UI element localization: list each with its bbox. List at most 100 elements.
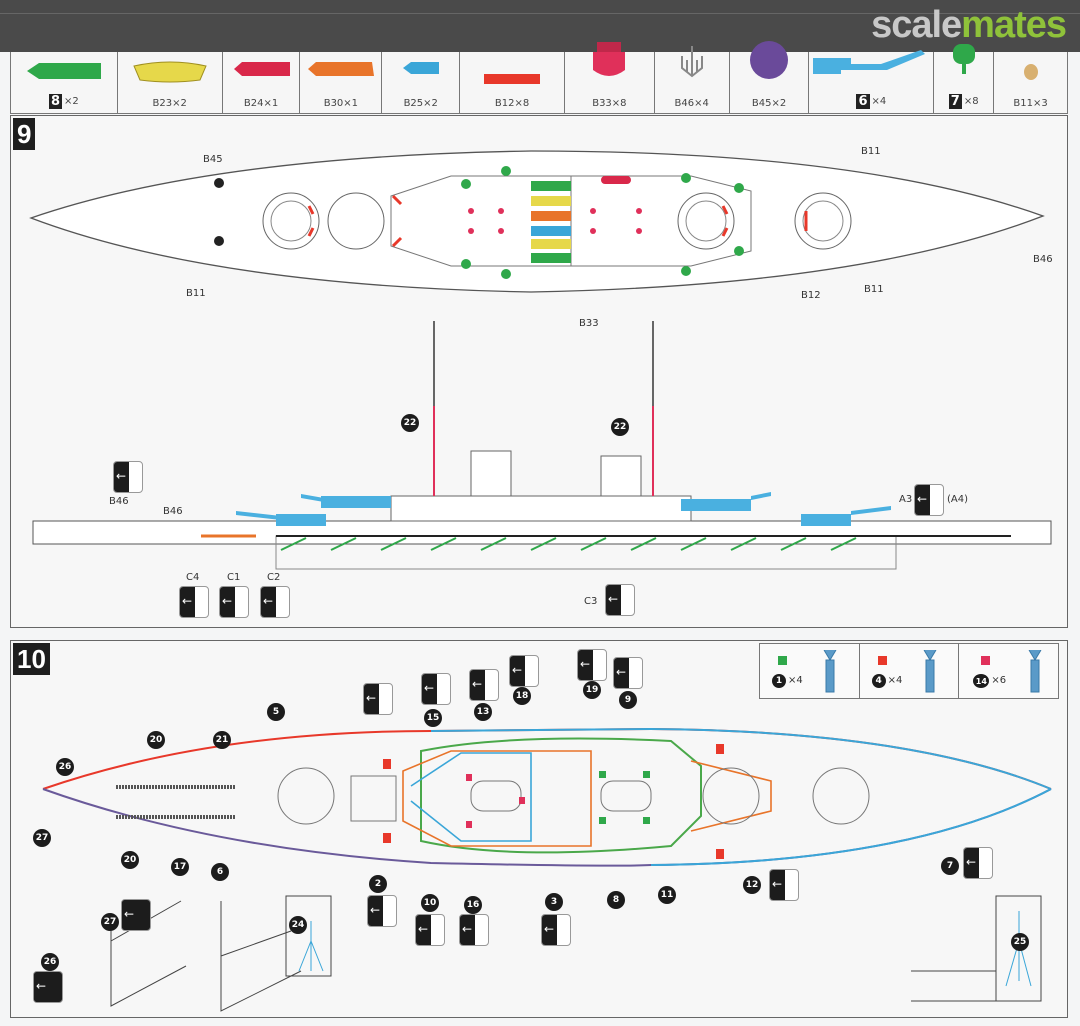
label-c2: C2 xyxy=(267,572,281,583)
callout-17: 17 xyxy=(171,858,189,876)
callout-11: 11 xyxy=(658,886,676,904)
ladder-legend: 1×4 4×4 14×6 xyxy=(759,643,1059,699)
label-b11: B11 xyxy=(861,146,881,157)
callout-7: 7 xyxy=(941,857,959,875)
callout-3: 3 xyxy=(545,893,563,911)
callout-20: 20 xyxy=(147,731,165,749)
flip-view-icon xyxy=(415,914,445,946)
flip-view-icon xyxy=(459,914,489,946)
part-8: 8×2 xyxy=(11,52,118,113)
ladder-icon xyxy=(823,650,837,693)
flip-view-icon xyxy=(469,669,499,701)
label-a3: A3 xyxy=(899,494,913,505)
ladder-icon xyxy=(923,650,937,693)
label-c1: C1 xyxy=(227,572,241,583)
boat-icon xyxy=(403,62,440,74)
callout-22: 22 xyxy=(401,414,419,432)
callout-27: 27 xyxy=(33,829,51,847)
callout-26: 26 xyxy=(41,953,59,971)
label-b33: B33 xyxy=(579,318,599,329)
part-b30: B30×1 xyxy=(300,52,383,113)
callout-22: 22 xyxy=(611,418,629,436)
legend-item: 14×6 xyxy=(959,644,1058,698)
callout-6: 6 xyxy=(211,863,229,881)
callout-16: 16 xyxy=(464,896,482,914)
step-10-panel: 10 1×4 4×4 14×6 5 20 21 26 27 20 17 6 15… xyxy=(10,640,1068,1018)
rotate-view-icon xyxy=(33,971,63,1003)
part-b33: B33×8 xyxy=(565,42,655,113)
flip-view-icon xyxy=(179,586,209,618)
anchor-icon xyxy=(680,46,703,78)
step-9-panel: 9 B45 B11 B33 B11 B12 B11 B46 22 22 B46 … xyxy=(10,115,1068,628)
flip-view-icon xyxy=(509,655,539,687)
legend-item: 1×4 xyxy=(760,644,860,698)
disc-icon xyxy=(750,41,789,79)
part-7: 7×8 xyxy=(934,44,995,113)
parts-strip: 8×2 B23×2 B24×1 B30×1 B25×2 B12×8 B33×8 … xyxy=(10,41,1068,114)
flip-view-icon xyxy=(914,484,944,516)
callout-25: 25 xyxy=(1011,933,1029,951)
flip-view-icon xyxy=(367,895,397,927)
vent-icon xyxy=(952,44,975,74)
callout-24: 24 xyxy=(289,916,307,934)
flip-view-icon xyxy=(605,584,635,616)
scalemates-watermark: scalemates xyxy=(871,4,1067,46)
part-b25: B25×2 xyxy=(382,52,461,113)
label-b46: B46 xyxy=(163,506,183,517)
raft-icon xyxy=(593,42,626,76)
label-c4: C4 xyxy=(186,572,200,583)
part-b11: B11×3 xyxy=(994,52,1067,113)
top-band: scalemates xyxy=(0,0,1080,52)
flip-view-icon xyxy=(577,649,607,681)
part-b12: B12×8 xyxy=(460,52,565,113)
flip-view-icon xyxy=(541,914,571,946)
callout-13: 13 xyxy=(474,703,492,721)
part-6: 6×4 xyxy=(809,50,935,113)
boat-icon xyxy=(133,61,207,83)
flip-view-icon xyxy=(963,847,993,879)
label-b12: B12 xyxy=(801,290,821,301)
boat-icon xyxy=(27,63,101,79)
flip-view-icon xyxy=(421,673,451,705)
callout-26: 26 xyxy=(56,758,74,776)
label-b11: B11 xyxy=(186,288,206,299)
step-number: 10 xyxy=(13,643,50,675)
callout-10: 10 xyxy=(421,894,439,912)
part-b23: B23×2 xyxy=(118,52,223,113)
callout-18: 18 xyxy=(513,687,531,705)
callout-12: 12 xyxy=(743,876,761,894)
callout-21: 21 xyxy=(213,731,231,749)
light-icon xyxy=(1023,64,1038,80)
bar-icon xyxy=(484,74,541,84)
flip-view-icon xyxy=(219,586,249,618)
part-b45: B45×2 xyxy=(730,41,810,113)
label-a4: (A4) xyxy=(947,494,969,505)
callout-27: 27 xyxy=(101,913,119,931)
callout-2: 2 xyxy=(369,875,387,893)
callout-15: 15 xyxy=(424,709,442,727)
callout-20: 20 xyxy=(121,851,139,869)
top-view-hull xyxy=(29,150,1045,293)
side-view-hull xyxy=(32,321,1052,570)
step-number: 9 xyxy=(13,118,36,150)
flip-view-icon xyxy=(613,657,643,689)
ship-drawings xyxy=(29,150,1052,570)
flip-view-icon xyxy=(363,683,393,715)
callout-19: 19 xyxy=(583,681,601,699)
callout-8: 8 xyxy=(607,891,625,909)
callout-9: 9 xyxy=(619,691,637,709)
label-b46: B46 xyxy=(109,496,129,507)
label-b11: B11 xyxy=(864,284,884,295)
boat-icon xyxy=(233,62,290,76)
flip-view-icon xyxy=(260,586,290,618)
part-b24: B24×1 xyxy=(223,52,301,113)
label-b46: B46 xyxy=(1033,254,1053,265)
part-b46: B46×4 xyxy=(655,46,730,113)
rotate-view-icon xyxy=(121,899,151,931)
flip-view-icon xyxy=(769,869,799,901)
gun-turret-icon xyxy=(813,50,926,74)
boat-icon xyxy=(308,62,375,76)
label-c3: C3 xyxy=(584,596,598,607)
label-b45: B45 xyxy=(203,154,223,165)
callout-5: 5 xyxy=(267,703,285,721)
